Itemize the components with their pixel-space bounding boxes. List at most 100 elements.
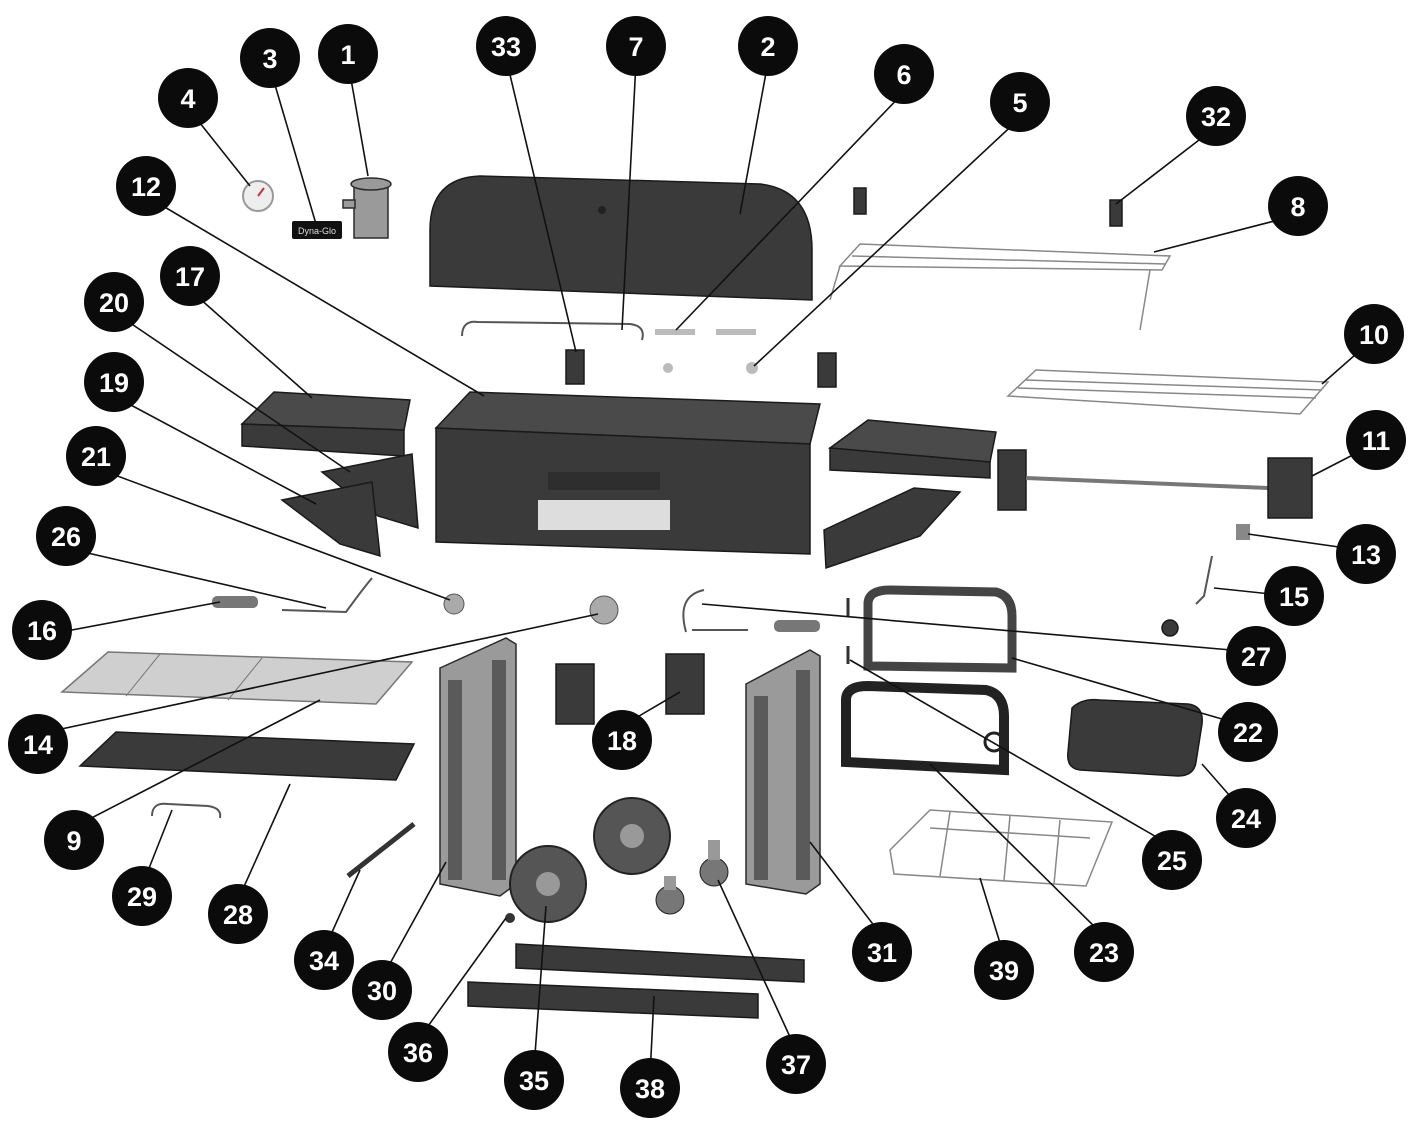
part-17-side-shelf bbox=[240, 391, 411, 457]
part-15-knob bbox=[1161, 619, 1179, 637]
part-28-bottom-shelf bbox=[78, 731, 416, 781]
part-31-right-leg bbox=[745, 649, 821, 895]
callout-part-7: 7 bbox=[606, 16, 666, 76]
callout-circle bbox=[160, 246, 220, 306]
callout-number: 36 bbox=[403, 1038, 433, 1068]
part-37-caster bbox=[655, 876, 685, 915]
callout-number: 8 bbox=[1290, 192, 1305, 222]
part-24-ash-pan bbox=[1067, 698, 1203, 777]
part-9-cooking-grates bbox=[60, 651, 414, 705]
callout-part-1: 1 bbox=[318, 24, 378, 84]
callout-circle bbox=[592, 710, 652, 770]
part-32-bracket-2 bbox=[1109, 199, 1123, 227]
part-17-side-shelf-right bbox=[827, 419, 997, 479]
part-32-bracket bbox=[853, 187, 867, 215]
part-30-left-leg bbox=[439, 637, 517, 897]
part-27-tool-hook bbox=[682, 589, 748, 633]
part-18-damper bbox=[555, 663, 595, 725]
callout-number: 32 bbox=[1201, 102, 1231, 132]
callout-part-22: 22 bbox=[1218, 702, 1278, 762]
callout-number: 23 bbox=[1089, 938, 1119, 968]
callout-part-13: 13 bbox=[1336, 524, 1396, 584]
part-39-wire-basket bbox=[889, 809, 1114, 887]
callout-number: 38 bbox=[635, 1074, 665, 1104]
callout-circle bbox=[294, 930, 354, 990]
callout-part-20: 20 bbox=[84, 272, 144, 332]
callout-circle bbox=[1218, 702, 1278, 762]
callout-part-4: 4 bbox=[158, 68, 218, 128]
callout-part-16: 16 bbox=[12, 600, 72, 660]
callout-circle bbox=[12, 600, 72, 660]
part-35-wheel bbox=[509, 845, 587, 923]
callout-circle bbox=[504, 1050, 564, 1110]
part-12-firebox bbox=[434, 391, 821, 555]
callout-part-6: 6 bbox=[874, 44, 934, 104]
callout-circle bbox=[620, 1058, 680, 1118]
callout-number: 28 bbox=[223, 900, 253, 930]
callout-number: 35 bbox=[519, 1066, 549, 1096]
callout-part-25: 25 bbox=[1142, 830, 1202, 890]
callout-circle bbox=[44, 810, 104, 870]
part-38-crossbar-2 bbox=[467, 981, 759, 1019]
part-36-bolt bbox=[505, 913, 515, 923]
part-23-door bbox=[841, 680, 1009, 776]
callout-part-11: 11 bbox=[1346, 410, 1406, 470]
part-21-hook bbox=[443, 593, 465, 615]
callout-number: 11 bbox=[1362, 426, 1391, 456]
part-8-warming-rack bbox=[829, 243, 1172, 331]
callout-part-12: 12 bbox=[116, 156, 176, 216]
callout-number: 9 bbox=[66, 826, 81, 856]
callout-part-18: 18 bbox=[592, 710, 652, 770]
part-6-rod-2 bbox=[716, 329, 756, 335]
part-1-chimney bbox=[342, 177, 392, 239]
part-26-tool-hook bbox=[281, 577, 373, 614]
part-14-hub bbox=[589, 595, 619, 625]
callout-part-2: 2 bbox=[738, 16, 798, 76]
callout-part-34: 34 bbox=[294, 930, 354, 990]
callout-number: 12 bbox=[131, 172, 161, 202]
callout-number: 17 bbox=[175, 262, 205, 292]
callout-circle bbox=[766, 1034, 826, 1094]
callout-part-17: 17 bbox=[160, 246, 220, 306]
callout-number: 19 bbox=[99, 368, 129, 398]
callout-number: 29 bbox=[127, 882, 157, 912]
part-33-hinge bbox=[565, 349, 585, 385]
callout-circle bbox=[1074, 922, 1134, 982]
callout-number: 37 bbox=[781, 1050, 811, 1080]
callout-part-26: 26 bbox=[36, 506, 96, 566]
callout-number: 1 bbox=[340, 40, 355, 70]
callout-circle bbox=[476, 16, 536, 76]
part-38-crossbar bbox=[515, 943, 805, 983]
callout-circle bbox=[388, 1022, 448, 1082]
callout-number: 18 bbox=[607, 726, 637, 756]
callout-circle bbox=[1226, 626, 1286, 686]
callout-number: 15 bbox=[1279, 582, 1309, 612]
callout-part-19: 19 bbox=[84, 352, 144, 412]
callout-part-14: 14 bbox=[8, 714, 68, 774]
callout-number: 39 bbox=[989, 956, 1019, 986]
part-22-door-frame bbox=[863, 585, 1017, 673]
callout-number: 33 bbox=[491, 32, 521, 62]
callout-part-8: 8 bbox=[1268, 176, 1328, 236]
callout-part-23: 23 bbox=[1074, 922, 1134, 982]
callout-number: 26 bbox=[51, 522, 81, 552]
callout-number: 22 bbox=[1233, 718, 1263, 748]
callout-circle bbox=[112, 866, 172, 926]
callout-circle bbox=[84, 272, 144, 332]
callout-circle bbox=[1344, 304, 1404, 364]
callout-part-24: 24 bbox=[1216, 788, 1276, 848]
callout-part-3: 3 bbox=[240, 28, 300, 88]
callout-circle bbox=[36, 506, 96, 566]
callout-circle bbox=[208, 884, 268, 944]
part-19-shelf-bracket bbox=[280, 481, 381, 558]
part-2-lid bbox=[429, 175, 813, 301]
part-4-thermometer bbox=[242, 180, 274, 212]
callout-circle bbox=[1186, 86, 1246, 146]
callout-part-28: 28 bbox=[208, 884, 268, 944]
callout-part-31: 31 bbox=[852, 922, 912, 982]
callout-number: 2 bbox=[760, 32, 775, 62]
part-16-clip bbox=[212, 596, 258, 608]
callout-part-32: 32 bbox=[1186, 86, 1246, 146]
